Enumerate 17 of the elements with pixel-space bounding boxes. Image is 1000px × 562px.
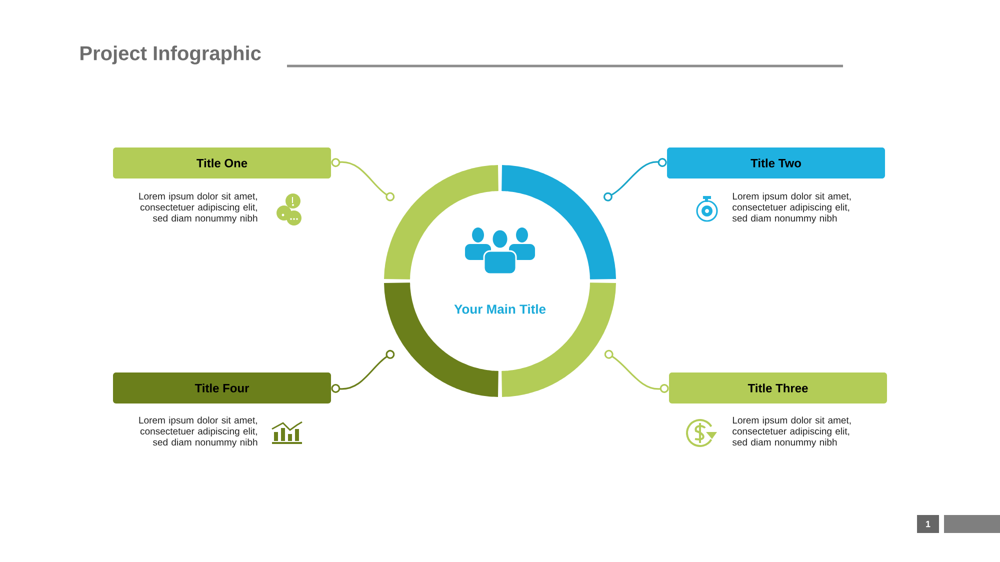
title-bar: Title One xyxy=(113,148,331,178)
body-text: Lorem ipsum dolor sit amet, consectetuer adipiscing elit, sed diam nonummy nibh xyxy=(732,416,851,448)
ring-segment xyxy=(384,165,498,280)
page-title: Project Infographic xyxy=(80,46,261,64)
body-text: Lorem ipsum dolor sit amet, consectetuer adipiscing elit, sed diam nonummy nibh xyxy=(732,192,851,224)
connector-line xyxy=(603,158,667,202)
title-bar: Title Two xyxy=(667,148,885,178)
title-bar: Title Four xyxy=(113,372,331,404)
page-number: 1 xyxy=(917,515,940,533)
title-bar: Title Three xyxy=(669,372,888,404)
connector-line xyxy=(331,350,395,393)
connector-line xyxy=(331,158,395,202)
body-text: Lorem ipsum dolor sit amet, consectetuer adipiscing elit, sed diam nonummy nibh xyxy=(139,416,258,448)
body-text: Lorem ipsum dolor sit amet, consectetuer adipiscing elit, sed diam nonummy nibh xyxy=(139,192,258,224)
ring-segment xyxy=(502,165,616,280)
connector-line xyxy=(604,350,669,393)
main-title: Your Main Title xyxy=(454,304,546,314)
